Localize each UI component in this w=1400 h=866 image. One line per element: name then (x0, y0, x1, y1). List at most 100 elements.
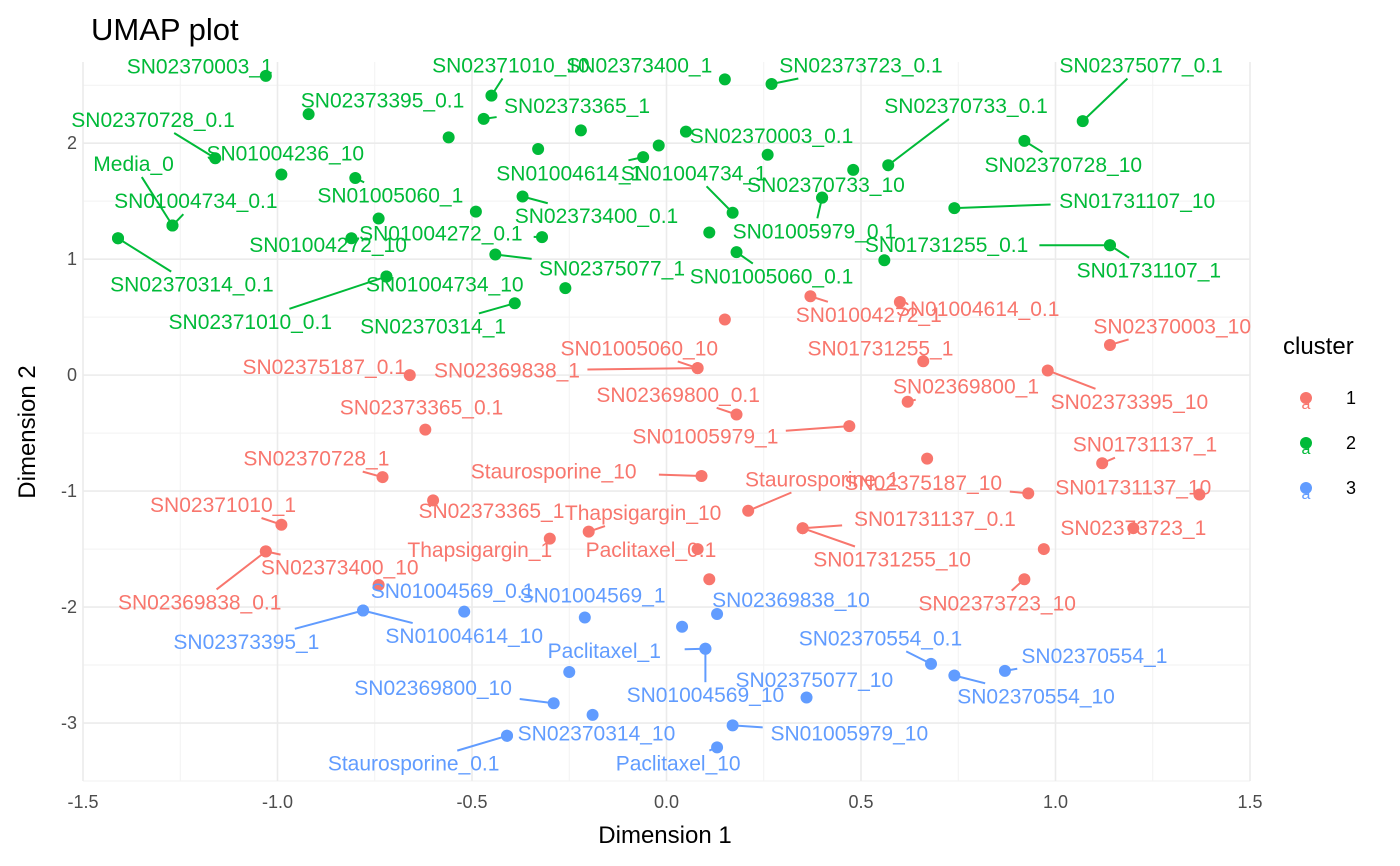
data-point (882, 159, 895, 172)
point-label: SN02373400_10 (261, 557, 419, 580)
data-point (718, 313, 731, 326)
point-label: SN01004236_10 (206, 143, 364, 166)
point-label: Media_0 (93, 153, 174, 176)
data-point (1103, 338, 1116, 351)
label-leader-line (215, 550, 267, 591)
point-label: Staurosporine_0.1 (328, 753, 500, 776)
point-label: SN01004734_1 (621, 162, 767, 185)
data-point (948, 669, 961, 682)
data-point (372, 579, 385, 592)
data-point (574, 124, 587, 137)
point-label: SN02370314_1 (360, 315, 506, 338)
point-label: SN01731107_10 (1059, 190, 1215, 213)
label-leader-line (802, 524, 843, 530)
data-point (691, 543, 704, 556)
point-label: SN02370728_1 (243, 448, 389, 471)
data-point (485, 89, 498, 102)
point-label: SN01731137_1 (1073, 434, 1217, 457)
x-tick-label: 0.5 (848, 792, 873, 812)
point-label: SN02373365_1 (418, 500, 564, 523)
data-point (1076, 115, 1089, 128)
point-label: SN02373723_1 (1060, 517, 1206, 540)
point-label: SN02369800_0.1 (596, 384, 759, 407)
label-leader-line (954, 203, 1051, 210)
data-point (209, 152, 222, 165)
data-point (349, 171, 362, 184)
data-point (259, 545, 272, 558)
point-label: SN02371010_1 (150, 494, 296, 517)
data-point (652, 139, 665, 152)
data-point (1127, 522, 1140, 535)
legend-label: 3 (1346, 478, 1356, 498)
data-point (1037, 543, 1050, 556)
point-label: SN01004614_1 (496, 162, 642, 185)
legend-key-point (1300, 482, 1312, 494)
point-label: SN01004614_0.1 (896, 298, 1059, 321)
point-label: SN02370554_0.1 (799, 627, 962, 650)
point-label: SN02375077_10 (735, 669, 893, 692)
point-label: SN02371010_0.1 (169, 311, 332, 334)
data-point (275, 168, 288, 181)
y-tick-label: 0 (67, 365, 77, 385)
label-leader-line (289, 275, 387, 310)
y-tick-label: -3 (61, 713, 77, 733)
point-label: SN01731255_10 (813, 549, 971, 572)
x-tick-label: 0.0 (654, 792, 679, 812)
point-label: SN02369838_0.1 (118, 591, 281, 614)
point-label: SN02373723_10 (918, 593, 1076, 616)
data-point (543, 532, 556, 545)
point-label: SN02370728_0.1 (71, 109, 234, 132)
point-label: SN01004272_1 (796, 304, 942, 327)
label-leader-line (140, 176, 174, 227)
data-point (578, 611, 591, 624)
y-tick-label: 2 (67, 133, 77, 153)
data-point (166, 219, 179, 232)
point-label: SN02373365_1 (504, 95, 650, 118)
data-point (376, 471, 389, 484)
y-tick-label: -1 (61, 481, 77, 501)
data-point (345, 232, 358, 245)
data-point (917, 355, 930, 368)
label-leader-line (456, 734, 508, 752)
legend-label: 2 (1346, 433, 1356, 453)
label-leader-line (1082, 77, 1129, 122)
data-point (536, 231, 549, 244)
x-tick-label: 1.0 (1043, 792, 1068, 812)
point-label: SN01004734_10 (366, 274, 524, 297)
data-point (921, 452, 934, 465)
data-point (711, 608, 724, 621)
data-point (901, 395, 914, 408)
legend-key-point (1300, 392, 1312, 404)
data-point (559, 282, 572, 295)
y-tick-label: -2 (61, 597, 77, 617)
data-point (800, 691, 813, 704)
point-label: Paclitaxel_1 (548, 640, 661, 663)
data-point (112, 232, 125, 245)
point-label: SN01005979_10 (771, 722, 929, 745)
x-tick-label: -1.5 (67, 792, 98, 812)
label-leader-line (294, 609, 364, 630)
data-point (1022, 487, 1035, 500)
data-point (458, 605, 471, 618)
chart-title: UMAP plot (91, 12, 239, 47)
data-point (582, 525, 595, 538)
data-point (843, 420, 856, 433)
legend-key-point (1300, 437, 1312, 449)
label-leader-line (362, 609, 413, 625)
point-label: SN02370314_0.1 (110, 274, 273, 297)
label-leader-line (117, 237, 172, 273)
legend-key-glyph: a (1302, 441, 1311, 458)
point-label: SN02375077_0.1 (1059, 54, 1222, 77)
label-leader-line (785, 425, 850, 432)
data-point (804, 290, 817, 303)
point-label: SN02369838_10 (712, 589, 870, 612)
point-label: SN02373365_0.1 (340, 397, 503, 420)
x-tick-label: -0.5 (456, 792, 487, 812)
label-leader-line (705, 185, 734, 214)
data-point (380, 270, 393, 283)
legend-key-glyph: a (1302, 486, 1311, 503)
data-point (726, 206, 739, 219)
point-label: SN02375187_0.1 (242, 356, 405, 379)
